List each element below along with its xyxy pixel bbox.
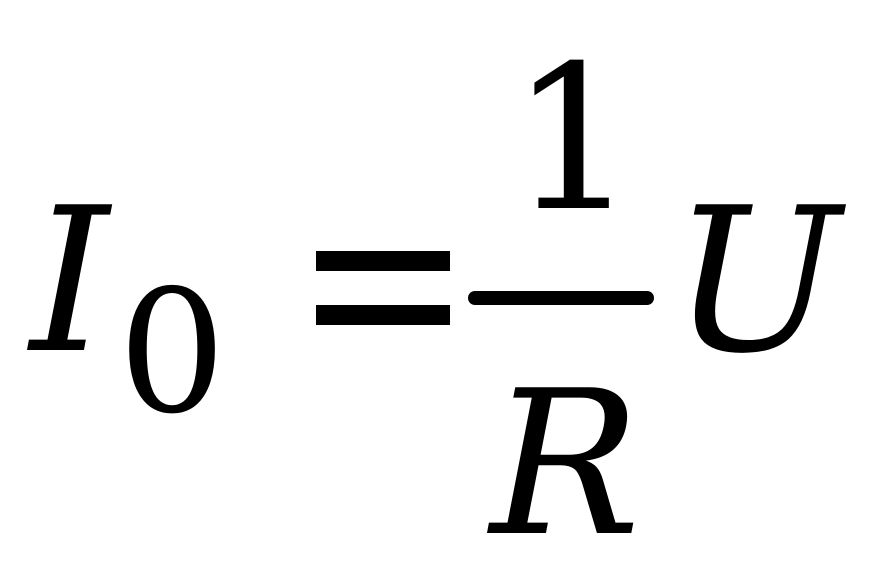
formula: I 0 1 R U [30, 23, 841, 581]
fraction-numerator: 1 [510, 23, 638, 256]
voltage-symbol: U [672, 165, 841, 398]
equals-sign-bottom-bar [316, 305, 450, 325]
current-subscript: 0 [118, 254, 227, 452]
fraction-denominator: R [490, 348, 641, 581]
current-symbol: I [30, 165, 110, 398]
fraction-bar [468, 291, 654, 305]
equals-sign-top-bar [316, 251, 450, 271]
